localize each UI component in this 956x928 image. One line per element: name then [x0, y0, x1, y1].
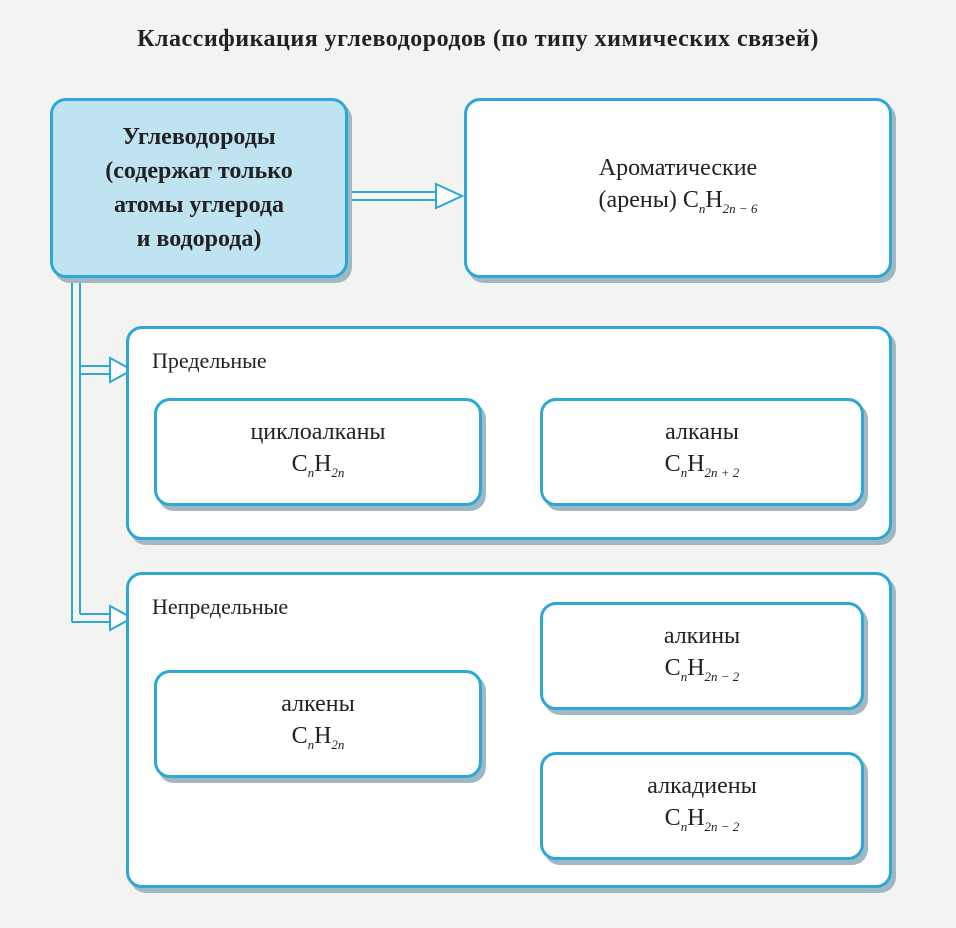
aromatic-subtitle-row: (арены) CnH2n − 6 [599, 184, 758, 225]
alkanes-name: алканы [665, 418, 739, 445]
alkenes-name: алкены [281, 690, 355, 717]
unsaturated-label: Непредельные [152, 594, 289, 619]
alkanes-box: алканы CnH2n + 2 [540, 398, 864, 506]
diagram-title: Классификация углеводородов (по типу хим… [137, 26, 819, 52]
aromatic-subtitle: (арены) [598, 186, 677, 213]
arrowhead-unsaturated [109, 604, 135, 632]
cycloalkanes-formula: CnH2n [291, 450, 345, 480]
hydrocarbons-line-1: Углеводороды [122, 124, 276, 150]
hydrocarbons-line-3: атомы углерода [113, 192, 285, 218]
aromatic-formula: CnH2n − 6 [682, 186, 758, 216]
alkynes-box: алкины CnH2n − 2 [540, 602, 864, 710]
aromatic-box: Ароматические (арены) CnH2n − 6 [464, 98, 892, 278]
alkynes-formula: CnH2n − 2 [664, 654, 740, 684]
alkenes-box: алкены CnH2n [154, 670, 482, 778]
alkenes-formula: CnH2n [291, 722, 345, 752]
hydrocarbons-box: Углеводороды (содержат только атомы угле… [50, 98, 348, 278]
aromatic-title: Ароматические [598, 154, 758, 181]
cycloalkanes-name: циклоалканы [250, 418, 386, 445]
arrowhead-aromatic [435, 182, 465, 210]
saturated-label: Предельные [152, 348, 267, 373]
alkadienes-box: алкадиены CnH2n − 2 [540, 752, 864, 860]
alkanes-formula: CnH2n + 2 [664, 450, 740, 480]
alkadienes-formula: CnH2n − 2 [664, 804, 740, 834]
alkynes-name: алкины [663, 622, 741, 649]
cycloalkanes-box: циклоалканы CnH2n [154, 398, 482, 506]
arrowhead-saturated [109, 356, 135, 384]
hydrocarbons-line-2: (содержат только [105, 158, 293, 184]
hydrocarbons-line-4: и водорода) [136, 226, 262, 252]
alkadienes-name: алкадиены [647, 772, 757, 799]
